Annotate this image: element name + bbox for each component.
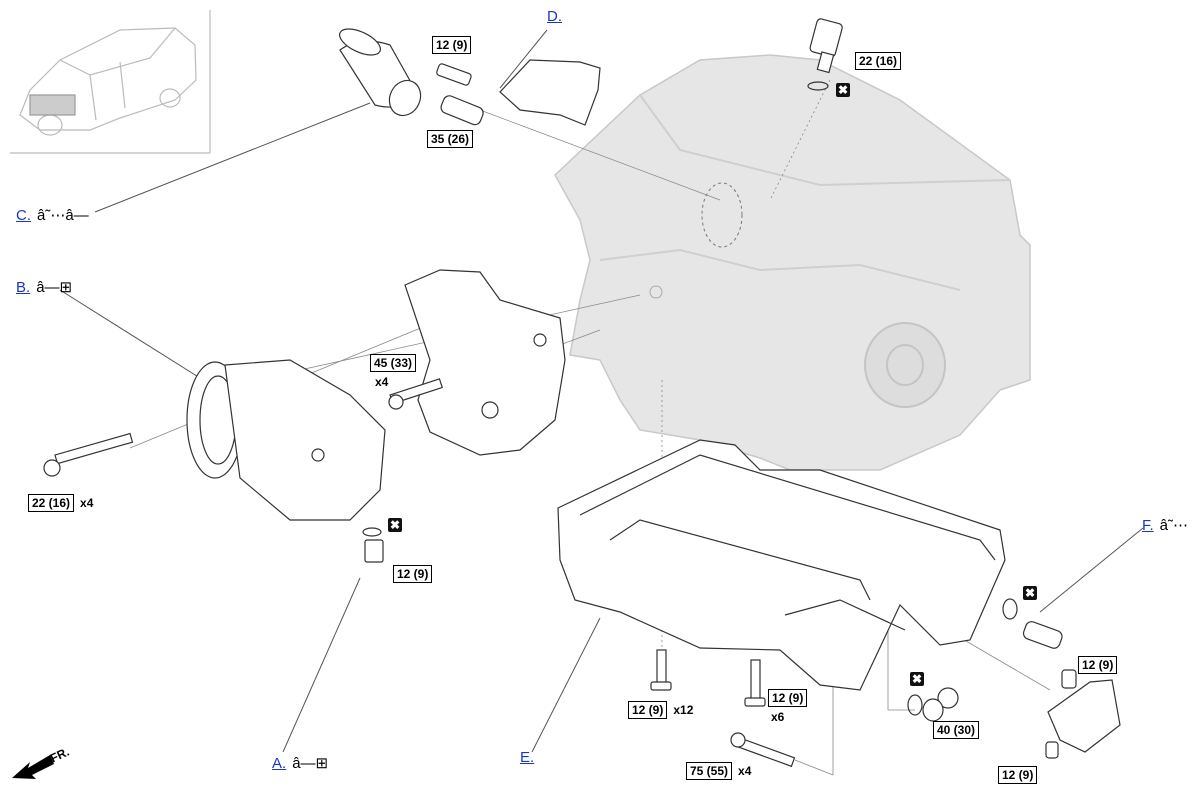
right-bracket bbox=[1045, 669, 1121, 759]
replace-icon: ✖ bbox=[388, 518, 402, 532]
torque-value: 12 (9) bbox=[768, 689, 808, 707]
callout-a[interactable]: A. â—⊞ bbox=[272, 754, 328, 772]
leader-lines bbox=[59, 29, 1144, 753]
torque-value: 22 (16) bbox=[855, 52, 902, 70]
replace-icon: ✖ bbox=[1023, 586, 1037, 600]
replace-icon: ✖ bbox=[836, 83, 850, 97]
torque-right-lower: 12 (9) bbox=[998, 766, 1038, 784]
torque-bracket: 45 (33) bbox=[370, 354, 417, 372]
callout-b-link[interactable]: B. bbox=[16, 279, 31, 296]
compressor-bolt bbox=[43, 432, 134, 477]
torque-drain: 12 (9) bbox=[393, 565, 433, 583]
qty-pan-mid: x6 bbox=[771, 710, 785, 724]
qty-pan-long: x4 bbox=[738, 764, 752, 778]
callout-b-symbol: â—⊞ bbox=[36, 279, 73, 296]
vehicle-thumbnail bbox=[10, 10, 211, 154]
pan-bolts bbox=[650, 649, 796, 768]
qty-bracket: x4 bbox=[375, 375, 389, 389]
torque-pan-mid: 12 (9) bbox=[768, 689, 808, 707]
torque-value: 12 (9) bbox=[998, 766, 1038, 784]
callout-a-link[interactable]: A. bbox=[272, 755, 287, 772]
torque-value: 12 (9) bbox=[1078, 656, 1118, 674]
torque-value: 45 (33) bbox=[370, 354, 417, 372]
compressor-bracket bbox=[404, 269, 566, 456]
engine-block bbox=[554, 54, 1031, 471]
torque-value: 40 (30) bbox=[933, 721, 980, 739]
oil-filter bbox=[339, 28, 422, 117]
filter-fasteners bbox=[436, 63, 484, 126]
drain-plug bbox=[907, 687, 959, 722]
callout-e[interactable]: E. bbox=[520, 749, 534, 766]
callout-c-symbol: â˜⋯â— bbox=[37, 207, 89, 224]
torque-pan-small: 12 (9) x12 bbox=[628, 701, 693, 719]
torque-right-upper: 12 (9) bbox=[1078, 656, 1118, 674]
callout-b[interactable]: B. â—⊞ bbox=[16, 278, 72, 296]
oil-pan bbox=[557, 439, 1006, 691]
callout-c-link[interactable]: C. bbox=[16, 207, 31, 224]
torque-value: 12 (9) bbox=[393, 565, 433, 583]
qty-compressor: x4 bbox=[80, 496, 94, 510]
torque-value: 22 (16) bbox=[28, 494, 75, 512]
callout-a-symbol: â—⊞ bbox=[292, 755, 329, 772]
callout-f[interactable]: F. â˜⋯ bbox=[1142, 516, 1188, 534]
front-arrow-icon bbox=[12, 755, 54, 779]
replace-icon: ✖ bbox=[910, 672, 924, 686]
torque-sensor: 22 (16) bbox=[855, 52, 902, 70]
qty-pan-small: x12 bbox=[673, 703, 694, 717]
torque-compressor: 22 (16) x4 bbox=[28, 494, 93, 512]
callout-d[interactable]: D. bbox=[547, 8, 562, 25]
torque-pan-long: 75 (55) x4 bbox=[686, 762, 751, 780]
torque-value: 12 (9) bbox=[432, 36, 472, 54]
filter-bracket bbox=[499, 59, 601, 126]
torque-filter-bolt: 12 (9) bbox=[432, 36, 472, 54]
ac-compressor bbox=[186, 359, 386, 563]
callout-d-link[interactable]: D. bbox=[547, 8, 562, 25]
torque-value: 35 (26) bbox=[427, 130, 474, 148]
callout-e-link[interactable]: E. bbox=[520, 749, 535, 766]
callout-f-symbol: â˜⋯ bbox=[1159, 517, 1189, 534]
callout-c[interactable]: C. â˜⋯â— bbox=[16, 206, 89, 224]
callout-f-link[interactable]: F. bbox=[1142, 517, 1154, 534]
oil-pressure-sensor bbox=[807, 18, 843, 91]
oil-pipe-fitting bbox=[1002, 598, 1063, 649]
torque-value: 12 (9) bbox=[628, 701, 668, 719]
bracket-bolt bbox=[388, 378, 443, 410]
torque-value: 75 (55) bbox=[686, 762, 733, 780]
torque-filter-stud: 35 (26) bbox=[427, 130, 474, 148]
torque-plug: 40 (30) bbox=[933, 721, 980, 739]
